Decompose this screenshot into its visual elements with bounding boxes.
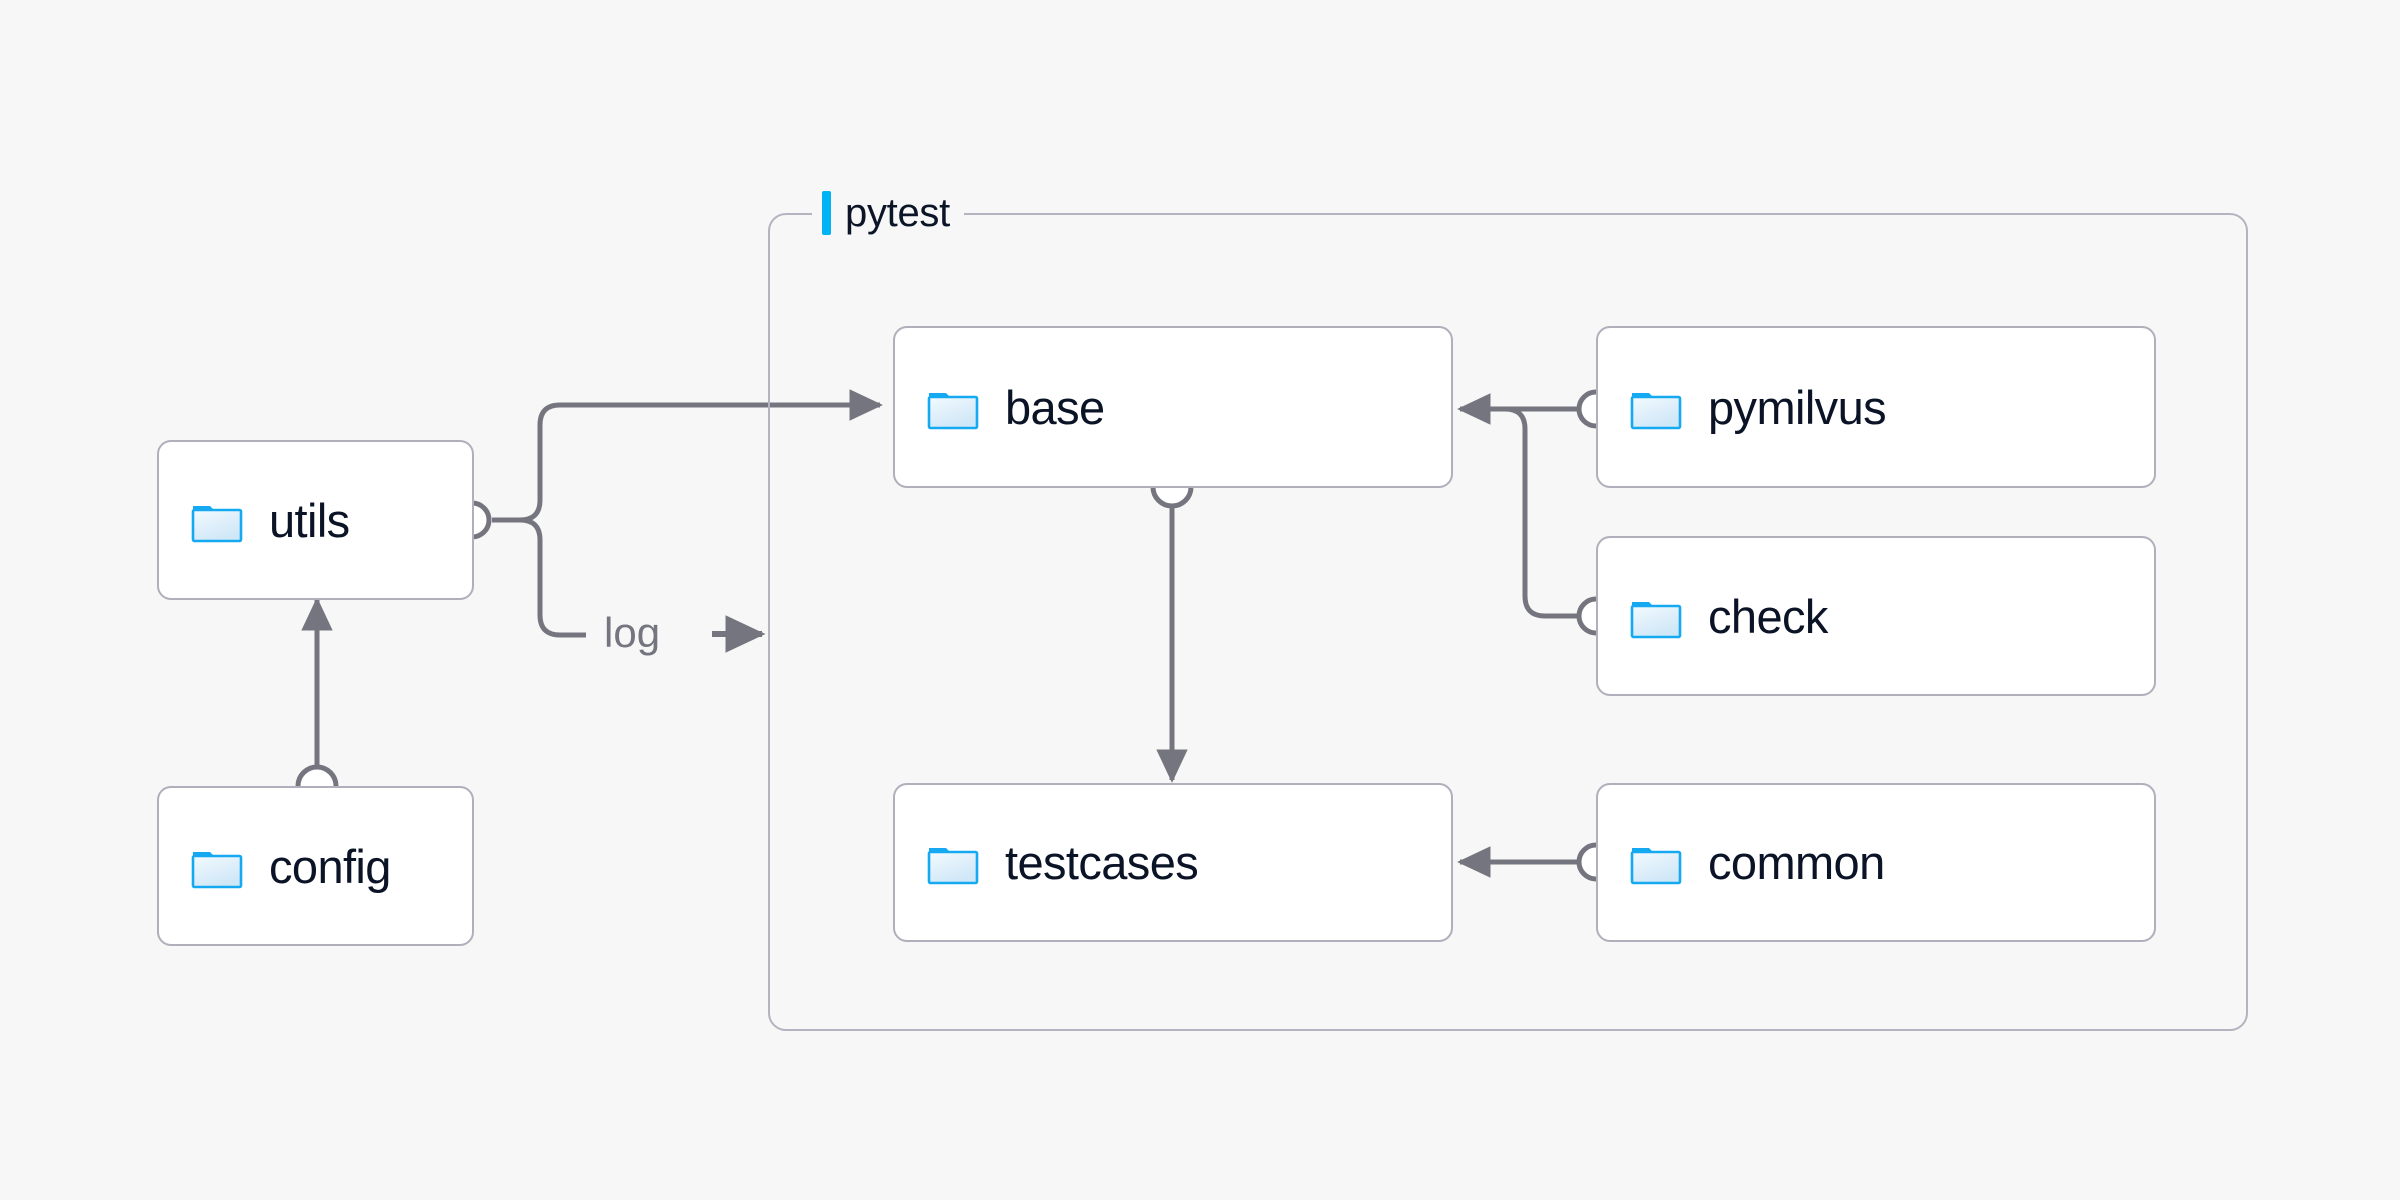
node-label: check [1708,589,1828,643]
group-label-pytest: pytest [812,190,964,236]
folder-icon [1630,392,1682,429]
edge-label-log: log [604,609,661,656]
node-label: config [269,839,391,893]
group-title: pytest [845,191,950,235]
node-config[interactable]: config [157,786,474,946]
folder-icon [1630,848,1682,885]
node-utils[interactable]: utils [157,440,474,600]
accent-bar-icon [822,191,831,235]
node-label: pymilvus [1708,380,1887,434]
node-common[interactable]: common [1596,783,2156,942]
node-label: common [1708,836,1885,889]
node-label: utils [269,493,350,547]
node-testcases[interactable]: testcases [893,783,1453,942]
folder-icon [927,848,979,885]
edge-config-to-utils [295,597,339,808]
folder-icon [191,851,243,888]
node-base[interactable]: base [893,326,1453,488]
group-container-pytest [768,213,2248,1031]
node-label: testcases [1005,836,1199,889]
folder-icon [1630,601,1682,638]
node-label: base [1005,380,1105,434]
folder-icon [927,392,979,429]
node-pymilvus[interactable]: pymilvus [1596,326,2156,488]
node-check[interactable]: check [1596,536,2156,696]
folder-icon [191,505,243,542]
